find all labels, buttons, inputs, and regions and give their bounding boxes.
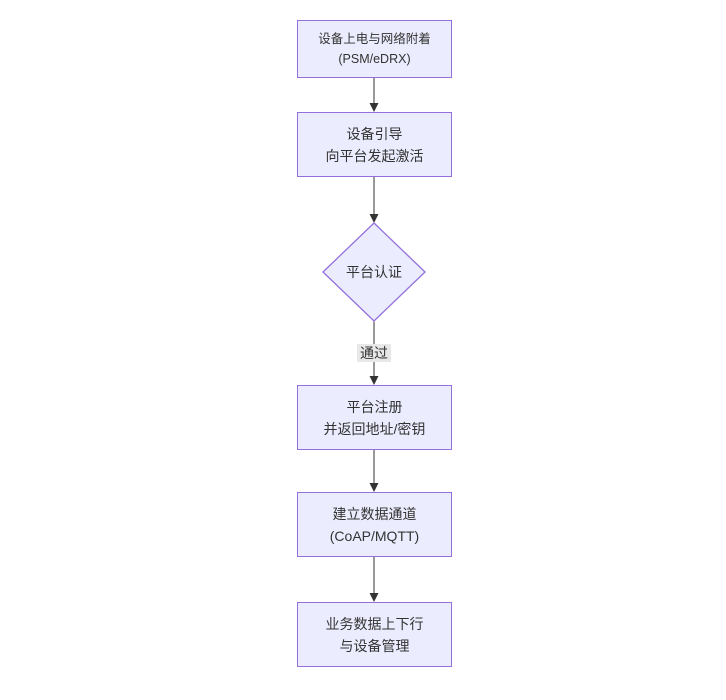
arrowhead-icon xyxy=(369,483,379,492)
node-text-line: 平台注册 xyxy=(346,398,403,415)
node-text-line: (PSM/eDRX) xyxy=(338,52,411,66)
flow-node-power-attach: 设备上电与网络附着 (PSM/eDRX) xyxy=(297,20,452,78)
flow-node-platform-auth-label: 平台认证 xyxy=(346,264,402,280)
edge-label-pass: 通过 xyxy=(357,344,391,362)
node-text-line: (CoAP/MQTT) xyxy=(329,527,420,544)
node-text-line: 业务数据上下行 xyxy=(325,615,424,632)
flow-node-platform-register: 平台注册 并返回地址/密钥 xyxy=(297,385,452,450)
flow-node-bootstrap: 设备引导 向平台发起激活 xyxy=(297,112,452,177)
arrowhead-icon xyxy=(369,593,379,602)
arrowhead-icon xyxy=(369,214,379,223)
arrowhead-icon xyxy=(369,103,379,112)
node-text-line: 并返回地址/密钥 xyxy=(323,420,426,437)
decision-diamond-shape xyxy=(322,222,426,322)
node-text-line: 设备上电与网络附着 xyxy=(318,32,431,46)
arrowhead-icon xyxy=(369,376,379,385)
node-text-line: 建立数据通道 xyxy=(332,505,417,522)
flow-node-business-data: 业务数据上下行 与设备管理 xyxy=(297,602,452,667)
node-text-line: 与设备管理 xyxy=(339,637,410,654)
node-text-line: 设备引导 xyxy=(346,125,403,142)
node-text-line: 向平台发起激活 xyxy=(325,147,424,164)
flow-node-data-channel: 建立数据通道 (CoAP/MQTT) xyxy=(297,492,452,557)
